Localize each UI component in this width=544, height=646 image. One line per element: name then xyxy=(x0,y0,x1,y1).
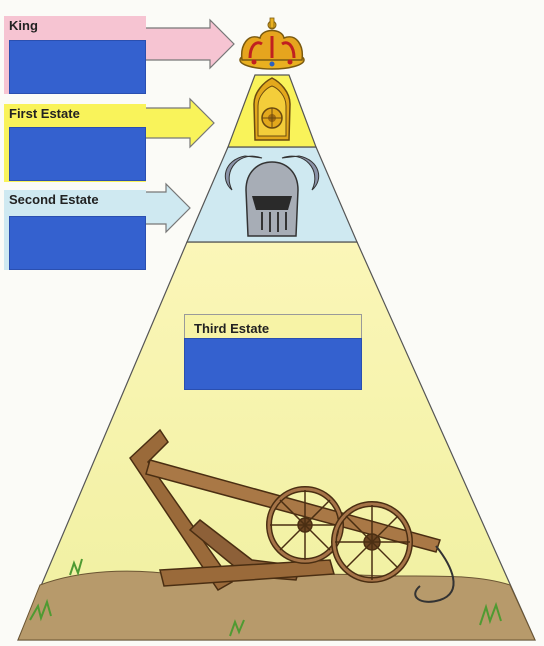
ground-dirt xyxy=(17,570,536,641)
king-description-cover xyxy=(9,40,146,94)
mitre-icon xyxy=(253,77,291,141)
second-estate-label: Second Estate xyxy=(9,192,99,207)
first-estate-label: First Estate xyxy=(9,106,80,121)
third-estate-label: Third Estate xyxy=(194,321,270,336)
king-label: King xyxy=(9,18,38,33)
knight-helmet-icon xyxy=(224,155,320,237)
plough-icon xyxy=(129,428,455,603)
second-estate-description-cover xyxy=(9,216,146,270)
third-estate-description-cover xyxy=(184,338,362,390)
first-estate-description-cover xyxy=(9,127,146,181)
crown-icon xyxy=(239,17,305,70)
